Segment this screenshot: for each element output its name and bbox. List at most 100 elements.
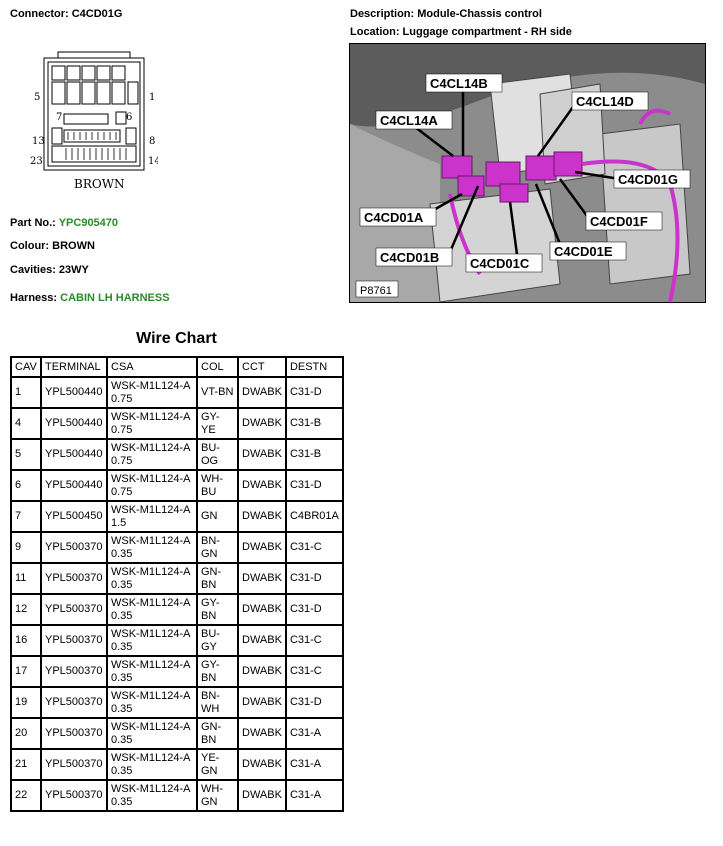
cell-terminal: YPL500370	[40, 562, 108, 595]
cell-col: GN-BN	[196, 562, 239, 595]
cell-cav: 1	[10, 376, 42, 409]
cell-col: GY-BN	[196, 593, 239, 626]
cell-destn: C31-D	[284, 469, 344, 502]
pin-label-1: 1	[149, 92, 155, 103]
cell-col: VT-BN	[196, 376, 239, 409]
cell-cav: 22	[10, 779, 42, 812]
cell-cav: 20	[10, 717, 42, 750]
cell-destn: C31-A	[284, 717, 344, 750]
cell-csa: WSK-M1L124-A 0.35	[106, 748, 198, 781]
cell-cct: DWABK	[237, 593, 287, 626]
cell-col: YE-GN	[196, 748, 239, 781]
cell-cav: 12	[10, 593, 42, 626]
callout-c4cl14d: C4CL14D	[576, 94, 634, 109]
cell-col: WH-BU	[196, 469, 239, 502]
cell-cav: 5	[10, 438, 42, 471]
location-photo: C4CL14B C4CL14D C4CL14A C4CD01G C4CD01A …	[349, 43, 706, 303]
cell-cct: DWABK	[237, 500, 287, 533]
connector-colour-label: BROWN	[74, 177, 125, 191]
cell-csa: WSK-M1L124-A 0.35	[106, 655, 198, 688]
cell-terminal: YPL500370	[40, 593, 108, 626]
cell-cav: 16	[10, 624, 42, 657]
callout-c4cd01b: C4CD01B	[380, 250, 439, 265]
cell-destn: C31-C	[284, 655, 344, 688]
colour: Colour: BROWN	[10, 240, 95, 252]
cell-destn: C31-D	[284, 686, 344, 719]
cell-cct: DWABK	[237, 624, 287, 657]
connector-face-diagram: 5 1 7 6 13 8 23 14 BROWN	[30, 51, 158, 191]
cell-csa: WSK-M1L124-A 0.35	[106, 562, 198, 595]
column-header: COL	[196, 356, 239, 378]
cell-cav: 9	[10, 531, 42, 564]
callout-c4cl14a: C4CL14A	[380, 113, 438, 128]
cell-col: GN-BN	[196, 717, 239, 750]
part-no-label: Part No.:	[10, 217, 56, 229]
callout-c4cl14b: C4CL14B	[430, 76, 488, 91]
cell-cct: DWABK	[237, 748, 287, 781]
cell-cct: DWABK	[237, 655, 287, 688]
description: Description: Module-Chassis control	[350, 8, 542, 20]
cell-col: BN-GN	[196, 531, 239, 564]
column-header: CAV	[10, 356, 42, 378]
cell-destn: C31-D	[284, 593, 344, 626]
cell-destn: C31-A	[284, 779, 344, 812]
cell-csa: WSK-M1L124-A 0.35	[106, 531, 198, 564]
part-no: Part No.: YPC905470	[10, 217, 118, 229]
cell-terminal: YPL500450	[40, 500, 108, 533]
harness-label: Harness:	[10, 292, 58, 304]
wire-chart-title: Wire Chart	[136, 330, 217, 347]
part-no-value: YPC905470	[58, 217, 119, 229]
cell-destn: C31-A	[284, 748, 344, 781]
photo-ref: P8761	[360, 285, 392, 297]
cell-cav: 6	[10, 469, 42, 502]
pin-label-5: 5	[34, 92, 40, 103]
column-header: DESTN	[284, 356, 344, 378]
cell-csa: WSK-M1L124-A 0.75	[106, 438, 198, 471]
location-illustration: C4CL14B C4CL14D C4CL14A C4CD01G C4CD01A …	[350, 44, 705, 302]
cell-cct: DWABK	[237, 531, 287, 564]
column-header: CCT	[237, 356, 287, 378]
cell-cav: 17	[10, 655, 42, 688]
cell-terminal: YPL500370	[40, 655, 108, 688]
cell-terminal: YPL500370	[40, 531, 108, 564]
harness-value: CABIN LH HARNESS	[60, 292, 170, 304]
cell-destn: C31-B	[284, 407, 344, 440]
pin-label-13: 13	[32, 136, 45, 147]
cell-cct: DWABK	[237, 407, 287, 440]
cell-csa: WSK-M1L124-A 0.35	[106, 717, 198, 750]
cell-cct: DWABK	[237, 376, 287, 409]
cell-terminal: YPL500370	[40, 624, 108, 657]
column-header: TERMINAL	[40, 356, 108, 378]
cell-cct: DWABK	[237, 469, 287, 502]
cell-col: BN-WH	[196, 686, 239, 719]
cell-terminal: YPL500440	[40, 469, 108, 502]
column-header: CSA	[106, 356, 198, 378]
cell-col: BU-OG	[196, 438, 239, 471]
cell-cav: 21	[10, 748, 42, 781]
cell-terminal: YPL500370	[40, 779, 108, 812]
cell-cav: 19	[10, 686, 42, 719]
cell-destn: C31-D	[284, 376, 344, 409]
cell-cct: DWABK	[237, 779, 287, 812]
cell-cav: 4	[10, 407, 42, 440]
cell-cct: DWABK	[237, 686, 287, 719]
pin-label-6: 6	[126, 112, 132, 123]
cell-terminal: YPL500440	[40, 407, 108, 440]
cell-terminal: YPL500370	[40, 748, 108, 781]
callout-c4cd01g: C4CD01G	[618, 172, 678, 187]
callout-c4cd01f: C4CD01F	[590, 214, 648, 229]
harness: Harness: CABIN LH HARNESS	[10, 292, 170, 304]
callout-c4cd01a: C4CD01A	[364, 210, 424, 225]
